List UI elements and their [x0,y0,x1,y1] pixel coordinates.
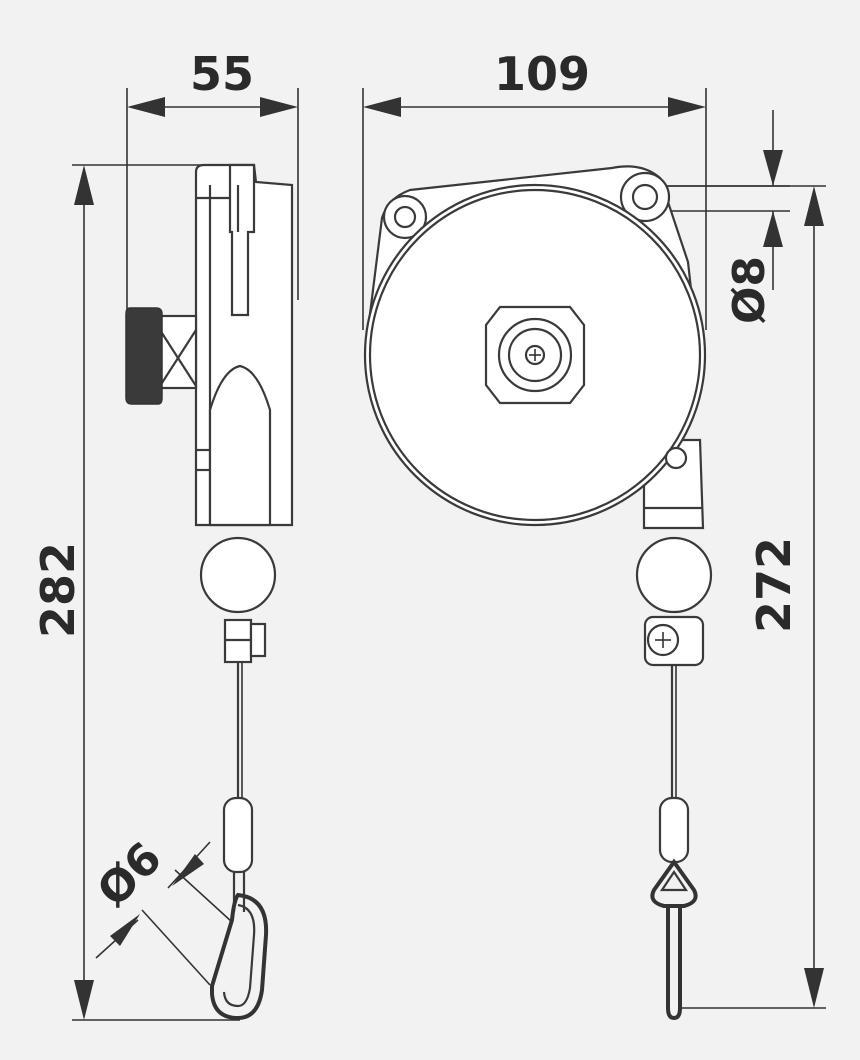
side-ball-stop [199,536,277,614]
carabiner-hook-icon[interactable] [210,892,269,1021]
mount-eye-right-inner [631,183,659,211]
dim-label-55: 55 [190,47,254,101]
dim-eye-diameter: Ø8 [660,110,790,324]
arrow-icon [172,854,204,886]
arrow-down-icon [763,150,783,186]
front-view [363,165,713,1021]
arrow-right-icon [260,97,298,117]
knob-icon[interactable] [125,307,163,405]
carabiner-inner [222,903,256,1008]
dim-total-height: 282 [31,164,240,1021]
dim-label-282: 282 [31,542,85,638]
arrow-up-icon [74,165,94,205]
arrow-icon [110,914,140,946]
front-ferrule [658,796,690,864]
arrow-right-icon [668,97,706,117]
dim-side-width: 55 [126,47,299,330]
knob-cross-b [159,329,197,387]
swivel-eye-inner [659,870,689,892]
front-ball-stop [635,536,713,614]
dim-label-272: 272 [747,537,801,633]
arrow-up-icon [763,211,783,247]
dim-front-width: 109 [362,47,707,330]
extension-line-a [174,869,233,923]
dim-label-109: 109 [494,47,590,101]
arrow-left-icon [363,97,401,117]
arrow-up-icon [804,186,824,226]
side-cable-guide [208,364,272,527]
side-bracket [228,163,256,317]
dim-hook-diameter: Ø6 [88,833,233,986]
side-view [125,163,294,1021]
clamp-screw [249,622,267,658]
dim-label-hook: Ø6 [88,833,172,917]
side-ferrule [222,796,254,874]
dim-label-eye: Ø8 [724,256,775,324]
arrow-down-icon [74,980,94,1020]
front-swivel-eye [650,858,698,908]
front-drum-rim [368,188,702,522]
front-hook-shank [666,906,682,1021]
arrow-down-icon [804,968,824,1008]
extension-line-b [141,909,211,986]
pivot-pin [664,446,688,470]
arrow-left-icon [127,97,165,117]
mount-hole-left-inner [393,205,417,229]
